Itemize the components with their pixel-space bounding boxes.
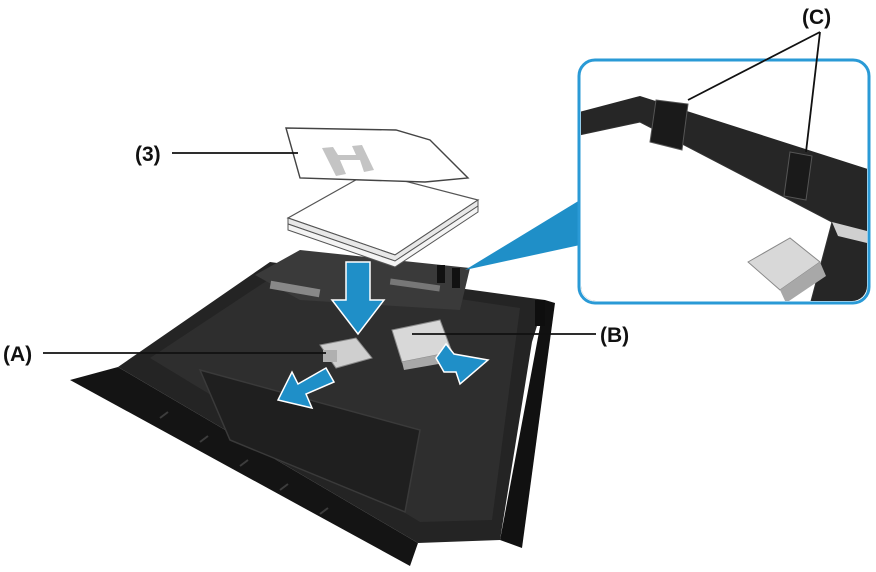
tray-front-lip [70, 367, 418, 566]
arrow-right-icon [435, 342, 490, 386]
tray-front-ribs [159, 411, 329, 515]
callout-leaders [43, 31, 821, 354]
callout-label-3: (3) [135, 143, 161, 166]
callout-label-a: (A) [3, 343, 32, 366]
arrow-left-icon [276, 366, 336, 410]
detail-inset [577, 58, 871, 305]
arrow-down-icon [330, 261, 386, 336]
tray-rear-post [535, 300, 545, 326]
callout-label-c: (C) [802, 6, 831, 29]
tray-rear-guides [437, 265, 460, 288]
paper-top-sheet [285, 127, 470, 183]
paper-guide-a[interactable] [319, 337, 373, 369]
paper-stack [285, 127, 480, 268]
callout-label-b: (B) [600, 324, 629, 347]
tray-slot-left [269, 280, 321, 298]
guide-c-right-post [783, 151, 813, 201]
tray-slot-right [389, 278, 441, 292]
tray-right-wall [500, 300, 555, 548]
guide-c-left-post [649, 99, 689, 151]
zoom-wedge [465, 200, 580, 270]
paper-print-mark [322, 145, 374, 176]
tray-extension [198, 368, 421, 514]
